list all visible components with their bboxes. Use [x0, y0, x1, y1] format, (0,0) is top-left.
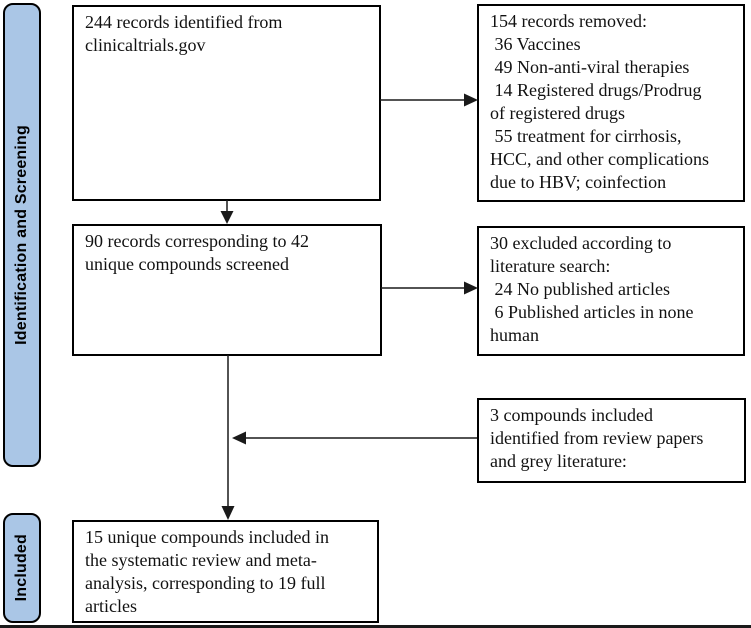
box-records-removed-text: 154 records removed: 36 Vaccines 49 Non-… — [490, 11, 709, 192]
box-records-excluded: 30 excluded according to literature sear… — [477, 226, 745, 356]
box-final-included-text: 15 unique compounds included in the syst… — [85, 527, 329, 616]
figure-bottom-border — [0, 625, 751, 628]
stage-band-included-label: Included — [13, 534, 30, 602]
box-records-screened-text: 90 records corresponding to 42 unique co… — [85, 231, 309, 274]
box-compounds-added-text: 3 compounds included identified from rev… — [490, 405, 704, 471]
stage-band-included: Included — [3, 513, 41, 623]
arrow-identified-to-removed — [380, 93, 478, 107]
box-records-identified-text: 244 records identified from clinicaltria… — [85, 12, 283, 55]
arrow-identified-to-screened — [220, 200, 234, 224]
box-records-screened: 90 records corresponding to 42 unique co… — [72, 224, 382, 356]
stage-band-identification-screening-label: Identification and Screening — [13, 125, 30, 345]
box-records-excluded-text: 30 excluded according to literature sear… — [490, 233, 694, 345]
arrow-screened-to-excluded — [381, 281, 478, 295]
box-records-removed: 154 records removed: 36 Vaccines 49 Non-… — [477, 4, 745, 202]
box-compounds-added: 3 compounds included identified from rev… — [477, 398, 746, 483]
box-final-included: 15 unique compounds included in the syst… — [72, 520, 379, 623]
arrow-compounds-to-flow — [232, 431, 477, 445]
box-records-identified: 244 records identified from clinicaltria… — [72, 5, 381, 201]
stage-band-identification-screening: Identification and Screening — [3, 3, 41, 467]
arrow-screened-to-final — [221, 355, 235, 520]
